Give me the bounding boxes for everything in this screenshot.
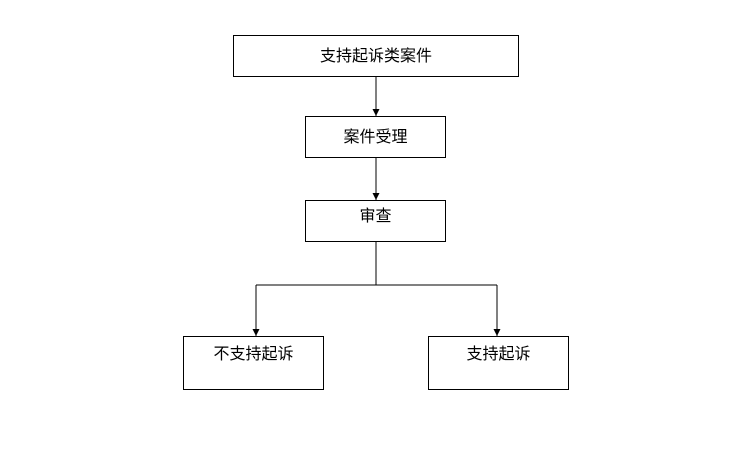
node-label: 不支持起诉 [213,344,294,363]
node-label: 支持起诉类案件 [319,46,432,65]
node-label: 审查 [359,206,392,225]
node-support-prosecution: 支持起诉 [428,336,569,390]
node-label: 支持起诉 [466,344,531,363]
node-case-acceptance: 案件受理 [305,116,446,158]
node-start-support-prosecution-cases: 支持起诉类案件 [233,35,519,77]
node-not-support-prosecution: 不支持起诉 [183,336,324,390]
node-review: 审查 [305,200,446,242]
node-label: 案件受理 [343,127,408,146]
